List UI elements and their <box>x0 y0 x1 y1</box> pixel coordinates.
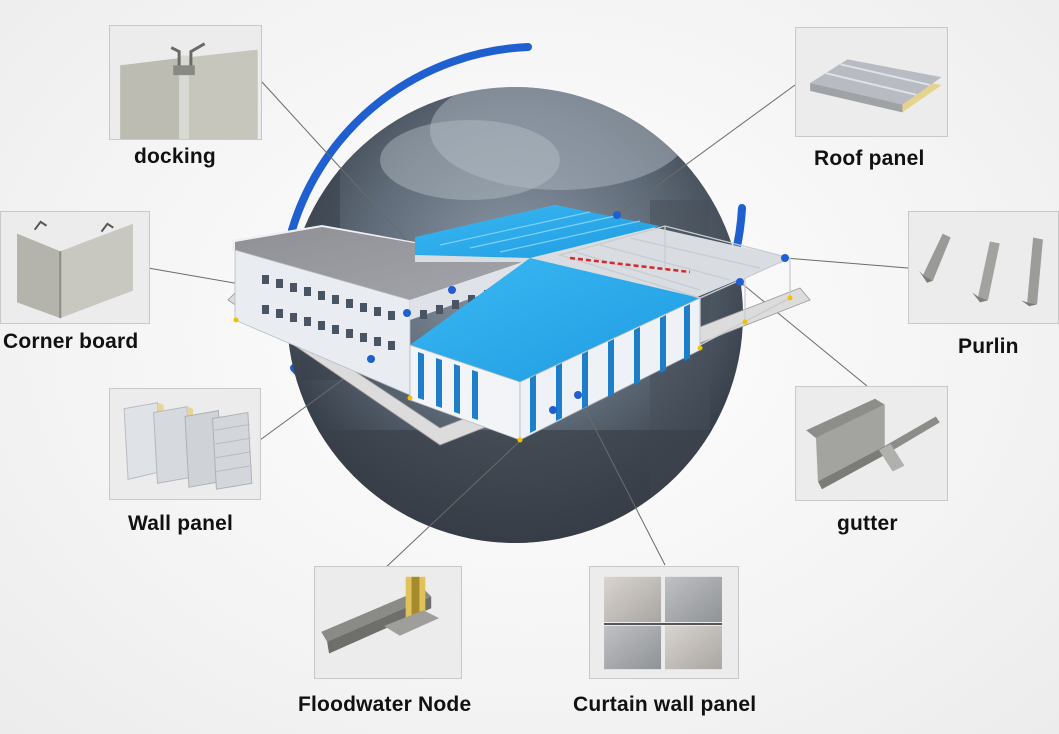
curtain-wall-panel-image <box>589 566 739 679</box>
wall-panel-image <box>109 388 261 500</box>
building <box>227 205 811 446</box>
corner-board-image <box>0 211 150 324</box>
purlin-image <box>908 211 1059 324</box>
callout-dots <box>367 211 789 414</box>
gutter-image <box>795 386 948 501</box>
docking-label: docking <box>134 145 216 168</box>
wall-panel-label: Wall panel <box>128 512 234 535</box>
gutter-label: gutter <box>837 512 898 535</box>
floodwater-node-image <box>314 566 462 679</box>
docking-image <box>109 25 262 140</box>
purlin-label: Purlin <box>958 335 1019 358</box>
curtain-wall-panel-label: Curtain wall panel <box>573 693 757 716</box>
corner-board-label: Corner board <box>3 330 139 353</box>
roof-panel-image <box>795 27 948 137</box>
outer-arc-top <box>288 43 532 234</box>
roof-panel-label: Roof panel <box>814 147 925 170</box>
floodwater-node-label: Floodwater Node <box>298 693 472 716</box>
